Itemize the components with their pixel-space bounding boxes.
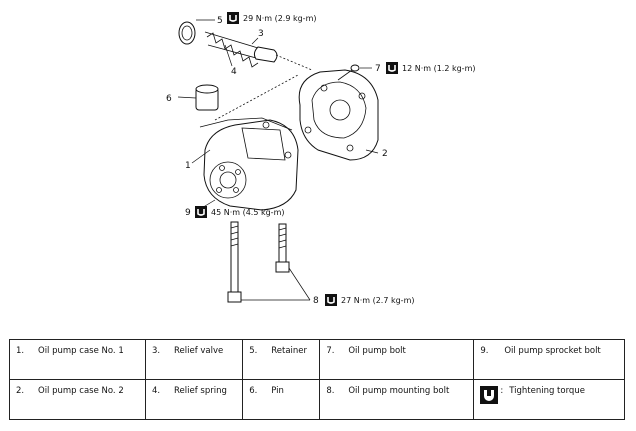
torque-icon-7 [386,62,398,74]
legend-text: Pin [265,379,321,420]
legend-torque-symbol [473,379,499,420]
legend-text: Tightening torque [509,386,585,396]
torque-value-5: 29 N·m (2.9 kg-m) [243,14,316,23]
pin-part [195,84,219,111]
legend-text: Relief valve [168,339,244,380]
legend-text-torque: : Tightening torque [498,379,626,420]
legend-row: 2. Oil pump case No. 2 4. Relief spring … [9,379,626,420]
relief-spring-part [204,31,261,68]
oil-pump-mounting-bolts-part [227,221,290,303]
callout-1: 1 [185,161,191,171]
tightening-torque-icon [480,386,499,404]
oil-pump-bolt-part [337,64,360,81]
legend-number: 5. [242,339,266,380]
torque-value-7: 12 N·m (1.2 kg-m) [402,64,475,73]
torque-value-8: 27 N·m (2.7 kg-m) [341,296,414,305]
callout-9: 9 [185,208,191,218]
legend-text: Retainer [265,339,321,380]
oil-pump-case-2-part [298,69,379,161]
legend-text: Oil pump mounting bolt [342,379,475,420]
legend-text: Relief spring [168,379,244,420]
callout-6: 6 [166,94,172,104]
leader-lines [177,19,379,301]
legend-number: 2. [9,379,32,420]
legend-text: Oil pump sprocket bolt [498,339,626,380]
legend-text: Oil pump case No. 1 [32,339,146,380]
legend-number: 4. [145,379,168,420]
callout-3: 3 [258,29,264,39]
relief-valve-part [253,46,278,63]
legend-number: 6. [242,379,266,420]
exploded-oil-pump-diagram: 5 3 4 6 1 2 7 9 8 29 N·m (2.9 kg-m) 12 N… [166,12,475,306]
torque-icon-5 [227,12,239,24]
callout-2: 2 [382,149,388,159]
torque-icon-9 [195,206,207,218]
callout-4: 4 [231,67,237,77]
legend-text: Oil pump bolt [342,339,475,380]
legend-number: 1. [9,339,32,380]
legend-row: 1. Oil pump case No. 1 3. Relief valve 5… [9,339,626,380]
legend-number: 8. [319,379,343,420]
legend-colon: : [500,386,504,396]
callout-7: 7 [375,64,381,74]
retainer-part [178,21,196,45]
callout-8: 8 [313,296,319,306]
legend-number: 3. [145,339,168,380]
legend-text: Oil pump case No. 2 [32,379,146,420]
legend-number: 9. [473,339,499,380]
legend-number: 7. [319,339,343,380]
torque-icon-8 [325,294,337,306]
parts-legend-table: 1. Oil pump case No. 1 3. Relief valve 5… [9,339,626,420]
torque-value-9: 45 N·m (4.5 kg-m) [211,208,284,217]
oil-pump-case-1-part [199,117,299,211]
callout-5: 5 [217,16,223,26]
